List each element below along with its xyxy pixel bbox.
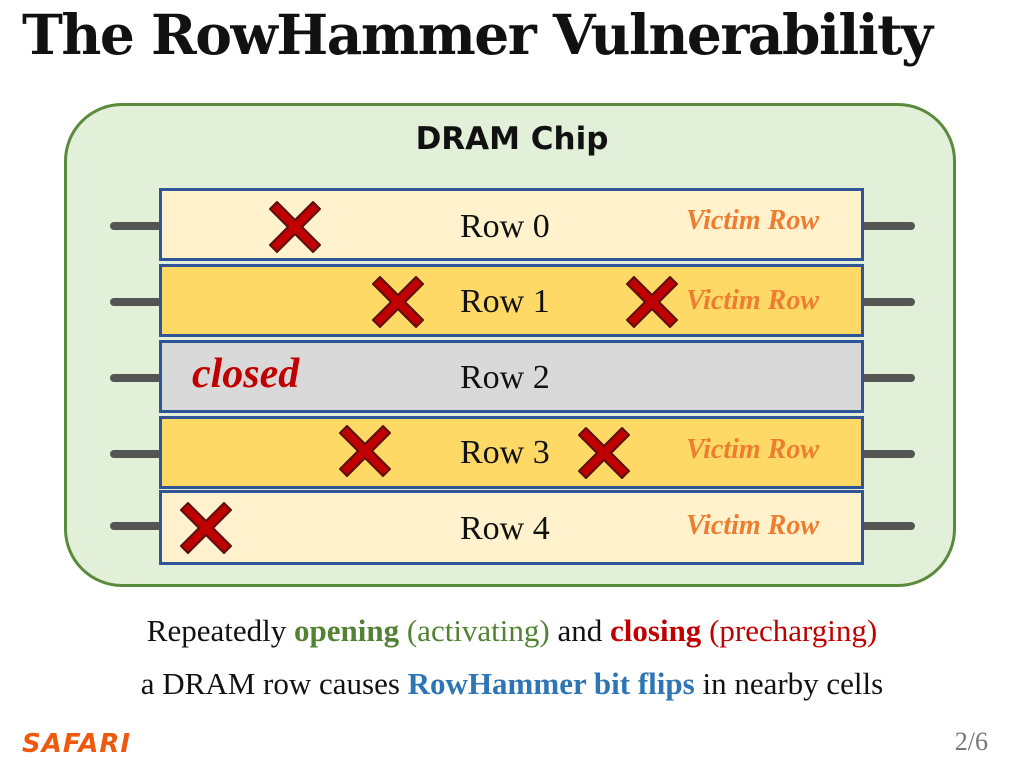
caption-opening: opening [294, 613, 400, 648]
dram-row-2 [159, 340, 864, 413]
bit-flip-x-icon [339, 425, 391, 477]
wordline-right-2 [861, 374, 915, 382]
caption-line-2: a DRAM row causes RowHammer bit flips in… [0, 666, 1024, 702]
row-label-1: Row 1 [460, 283, 550, 320]
caption-line-1: Repeatedly opening (activating) and clos… [0, 613, 1024, 649]
safari-logo: SAFARI [22, 729, 132, 759]
row-label-2: Row 2 [460, 359, 550, 396]
wordline-right-0 [861, 222, 915, 230]
wordline-left-3 [110, 450, 162, 458]
bit-flip-x-icon [578, 427, 630, 479]
victim-row-label-1: Victim Row [686, 285, 820, 316]
row-label-0: Row 0 [460, 208, 550, 245]
wordline-left-4 [110, 522, 162, 530]
closed-label: closed [192, 351, 300, 397]
caption-text: Repeatedly [146, 613, 294, 648]
caption-precharging: (precharging) [701, 613, 878, 648]
slide-title: The RowHammer Vulnerability [22, 2, 933, 67]
bit-flip-x-icon [269, 201, 321, 253]
page-number: 2/6 [954, 727, 988, 756]
caption-rowhammer-bit-flips: RowHammer bit flips [407, 666, 695, 701]
victim-row-label-4: Victim Row [686, 510, 820, 541]
wordline-left-2 [110, 374, 162, 382]
row-label-3: Row 3 [460, 434, 550, 471]
caption-and: and [549, 613, 611, 648]
dram-row-4 [159, 490, 864, 565]
caption-text: a DRAM row causes [140, 666, 408, 701]
caption-closing: closing [610, 613, 702, 648]
bit-flip-x-icon [372, 276, 424, 328]
caption-activating: (activating) [399, 613, 550, 648]
row-label-4: Row 4 [460, 510, 550, 547]
dram-row-1 [159, 264, 864, 337]
victim-row-label-0: Victim Row [686, 205, 820, 236]
bit-flip-x-icon [626, 276, 678, 328]
victim-row-label-3: Victim Row [686, 434, 820, 465]
wordline-left-1 [110, 298, 162, 306]
dram-chip-label: DRAM Chip [415, 121, 609, 157]
wordline-right-3 [861, 450, 915, 458]
wordline-left-0 [110, 222, 162, 230]
wordline-right-1 [861, 298, 915, 306]
wordline-right-4 [861, 522, 915, 530]
dram-row-3 [159, 416, 864, 489]
bit-flip-x-icon [180, 502, 232, 554]
caption-text: in nearby cells [694, 666, 884, 701]
